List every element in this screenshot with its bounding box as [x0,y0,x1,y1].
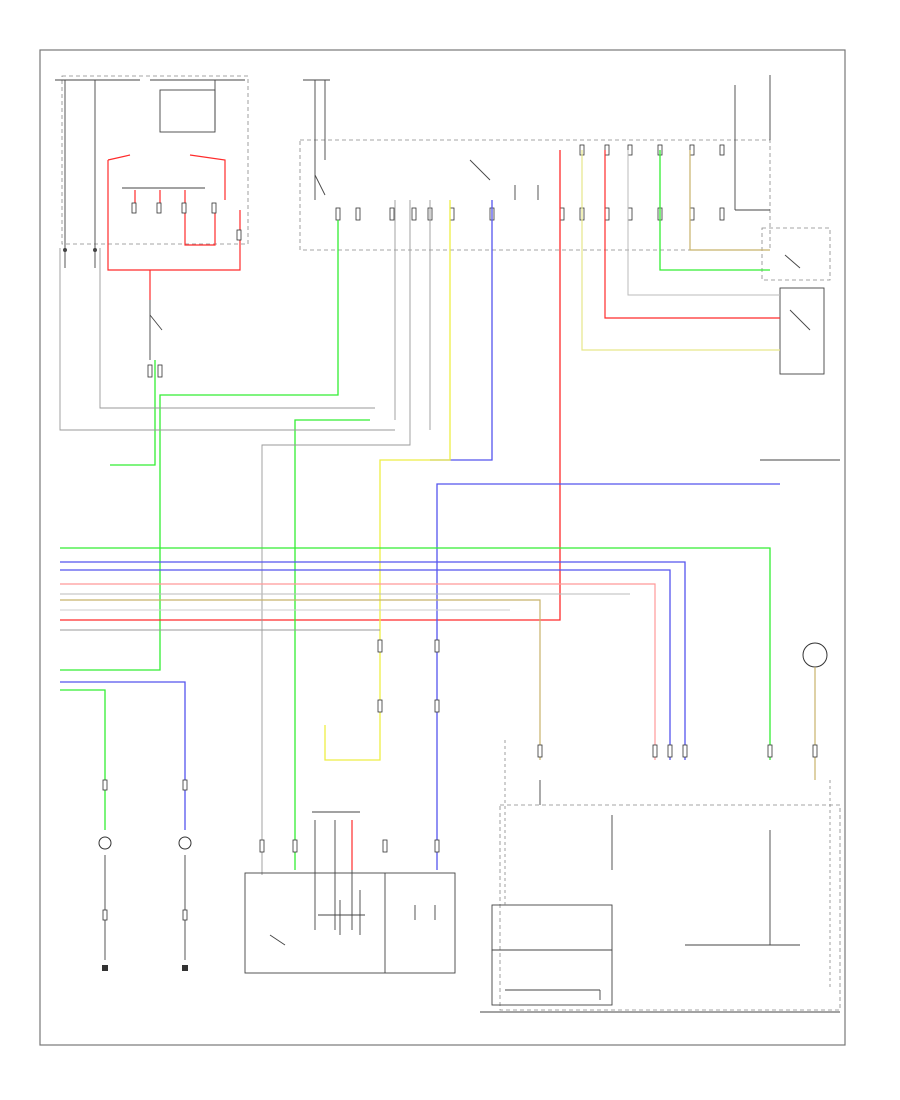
wire-tan-a [689,150,770,251]
wire-gray-a [627,150,780,296]
wire-red-a [604,150,780,319]
bus-green [60,547,771,760]
fuse-terminal [93,248,97,252]
relay-box-group [55,75,249,360]
wire-green-a [60,220,339,671]
front-fog-lamp-icon [98,836,112,850]
harness-connectors [147,364,773,853]
relay-pins [131,202,242,241]
ground-terminal [102,965,108,971]
bus-blue-1 [60,561,686,760]
left-lamp-group [60,681,192,971]
control-unit-housing [499,804,841,1011]
bottom-switch-module [244,811,456,974]
relay-coil-box [159,89,216,133]
indicator-lamp-icon [802,642,828,668]
fuse-terminal [63,248,67,252]
right-switch-housing-upper [761,227,831,281]
left-fog-lamp-icon [178,836,192,850]
wire-green-lamp [60,689,106,830]
harness-wires [59,150,780,875]
control-unit-group [480,642,841,1013]
wire-blue-b [436,483,780,870]
bus-tan [60,599,541,760]
bus-blue-2 [60,569,671,760]
horizontal-bus [60,547,771,760]
switch-header-pins [579,144,725,156]
relay-red-circuit [107,154,241,300]
combination-switch-block [299,75,771,251]
control-unit-inner-2 [491,949,613,1006]
relay-box [61,75,249,245]
ground-terminal [182,965,188,971]
wire-yellow-b [324,200,451,761]
wire-yellow-a [581,150,780,351]
wire-blue-lamp [60,681,186,830]
switch-pins [335,207,725,221]
switch-module-box [244,872,456,974]
right-switch-housing-lower [779,287,825,375]
switch-housing [299,139,771,251]
bus-pink [60,583,656,760]
diagram-frame [39,49,846,1046]
wire-red-b [60,150,561,621]
wire-green-d [294,419,370,870]
wire-blue-a [430,200,493,461]
right-switch-group [760,227,840,461]
control-unit-inner-1 [491,904,613,951]
wire-green-c [659,150,770,271]
wire-green-b [110,360,156,466]
